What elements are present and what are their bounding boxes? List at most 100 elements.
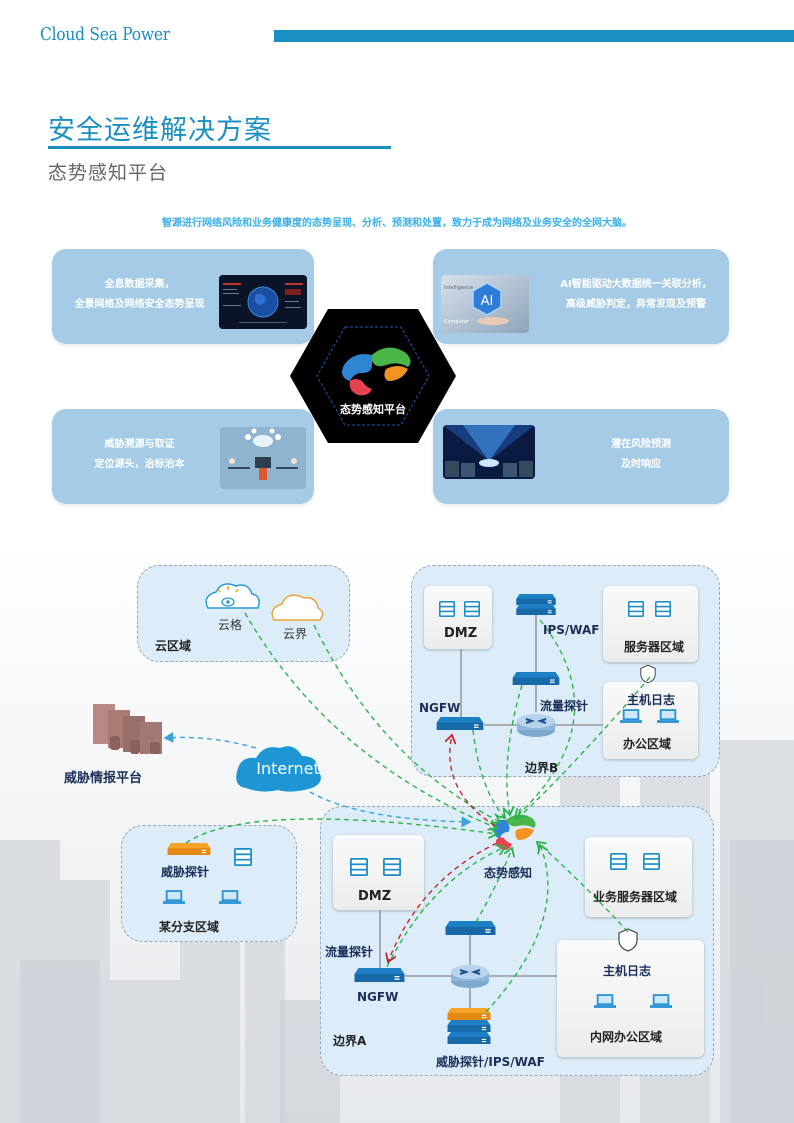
center-hexagon-label: 态势感知平台 bbox=[340, 402, 406, 416]
situation-awareness-label: 态势感知 bbox=[484, 866, 533, 880]
border-b-traffic-probe-icon bbox=[512, 672, 560, 685]
ai-hexagon-image: AI Intelligence Computer bbox=[441, 275, 529, 333]
feature-line1: 潜在风险预测 bbox=[611, 439, 671, 450]
feature-line2: 及时响应 bbox=[621, 459, 661, 470]
title-underline bbox=[48, 146, 391, 149]
border-b-traffic-probe-label: 流量探针 bbox=[540, 699, 589, 713]
brain-logo-icon bbox=[342, 347, 411, 396]
server-icon bbox=[234, 848, 252, 866]
border-b-ngfw-label: NGFW bbox=[419, 701, 461, 715]
cloud-zone-label: 云区域 bbox=[155, 639, 192, 653]
waf-device-icon bbox=[447, 1032, 491, 1044]
feature-text: 全息数据采集， 全景网络及网络安全态势呈现 bbox=[52, 275, 227, 315]
border-a-dmz-card bbox=[333, 835, 424, 910]
border-a-ngfw-label: NGFW bbox=[357, 990, 399, 1004]
ips-device-icon bbox=[447, 1020, 491, 1032]
brand-logo-text: Cloud Sea Power bbox=[40, 24, 170, 45]
internet-label: Internet bbox=[256, 759, 320, 778]
yunge-label: 云格 bbox=[218, 618, 243, 632]
laptop-icon bbox=[657, 709, 679, 723]
office-zone-card bbox=[603, 682, 698, 759]
threat-probe-device-icon bbox=[447, 1008, 491, 1020]
page-title: 安全运维解决方案 bbox=[48, 115, 272, 146]
feature-line1: 威胁溯源与取证 bbox=[104, 439, 175, 450]
feature-line2: 高级威胁判定，异常发现及预警 bbox=[566, 299, 706, 310]
intranet-office-card bbox=[557, 940, 704, 1057]
border-b-label: 边界B bbox=[525, 761, 559, 775]
branch-zone bbox=[121, 825, 297, 942]
server-icon bbox=[655, 601, 671, 617]
threat-intel-servers-icon bbox=[93, 704, 162, 754]
border-a-router-icon bbox=[450, 963, 490, 990]
tagline: 智源进行网络风险和业务健康度的态势呈现、分析、预测和处置，致力于成为网络及业务安… bbox=[162, 218, 632, 229]
header-accent-bar bbox=[274, 30, 794, 42]
laptop-icon bbox=[594, 994, 616, 1008]
branch-zone-label: 某分支区域 bbox=[159, 920, 220, 934]
server-zone-label: 服务器区域 bbox=[624, 640, 685, 654]
laptop-icon bbox=[219, 890, 241, 904]
server-zone-card bbox=[603, 586, 698, 662]
feature-line2: 定位源头，治标治本 bbox=[94, 459, 185, 470]
border-a-dmz-label: DMZ bbox=[358, 889, 392, 904]
server-icon bbox=[643, 853, 660, 870]
waf-device-icon bbox=[516, 604, 556, 615]
ips-device-icon bbox=[516, 594, 556, 605]
green-flow-lines bbox=[185, 612, 651, 1013]
border-b-router-icon bbox=[516, 712, 556, 739]
server-icon bbox=[628, 601, 644, 617]
border-b-ngfw-icon bbox=[436, 717, 484, 730]
yunge-cloud-eye-icon bbox=[205, 583, 260, 609]
feature-line1: AI智能驱动大数据统一关联分析， bbox=[560, 279, 712, 290]
feature-card-threat-tracing: 威胁溯源与取证 定位源头，治标治本 bbox=[52, 409, 314, 504]
dashboard-globe-image bbox=[219, 275, 307, 329]
feature-text: 威胁溯源与取证 定位源头，治标治本 bbox=[52, 435, 227, 475]
server-icon bbox=[439, 601, 455, 617]
border-a-ngfw-icon bbox=[354, 968, 405, 982]
people-cloud-image bbox=[220, 427, 306, 489]
border-a-traffic-probe-icon bbox=[445, 921, 496, 935]
stack-label: 威胁探针/IPS/WAF bbox=[436, 1055, 545, 1069]
office-zone-label: 办公区域 bbox=[623, 737, 672, 751]
situation-awareness-logo-icon bbox=[494, 814, 536, 850]
ips-waf-label: IPS/WAF bbox=[543, 623, 600, 637]
border-a-host-log-label: 主机日志 bbox=[603, 964, 652, 978]
data-center-light-image bbox=[443, 425, 535, 479]
border-a-label: 边界A bbox=[333, 1034, 367, 1048]
biz-server-zone-label: 业务服务器区域 bbox=[593, 890, 678, 904]
internet-cloud-icon bbox=[236, 746, 321, 792]
branch-probe-label: 威胁探针 bbox=[161, 865, 210, 879]
laptop-icon bbox=[650, 994, 672, 1008]
server-icon bbox=[464, 601, 480, 617]
feature-line2: 全景网络及网络安全态势呈现 bbox=[74, 299, 205, 310]
ai-glyph-text: AI bbox=[481, 294, 494, 309]
border-b-dmz-label: DMZ bbox=[444, 626, 478, 641]
intelligence-text: Intelligence bbox=[444, 285, 473, 291]
biz-server-zone-card bbox=[585, 837, 692, 917]
feature-text: 潜在风险预测 及时响应 bbox=[553, 435, 729, 475]
border-b-host-log-label: 主机日志 bbox=[627, 693, 676, 707]
laptop-icon bbox=[163, 890, 185, 904]
border-b-dmz-card bbox=[424, 586, 492, 649]
feature-line1: 全息数据采集， bbox=[104, 279, 175, 290]
server-icon bbox=[350, 858, 368, 876]
server-icon bbox=[610, 853, 627, 870]
shield-icon bbox=[618, 928, 638, 952]
feature-card-risk-prediction: 潜在风险预测 及时响应 bbox=[433, 409, 729, 504]
server-icon bbox=[383, 858, 401, 876]
intranet-office-label: 内网办公区域 bbox=[590, 1030, 663, 1044]
blue-intel-lines bbox=[163, 731, 472, 828]
laptop-icon bbox=[620, 709, 642, 723]
center-hexagon: 态势感知平台 bbox=[288, 307, 458, 445]
yunjie-label: 云界 bbox=[283, 627, 308, 641]
yunjie-cloud-icon bbox=[271, 594, 324, 621]
feature-card-data-collection: 全息数据采集， 全景网络及网络安全态势呈现 bbox=[52, 249, 314, 344]
red-response-lines bbox=[388, 735, 498, 962]
threat-intel-label: 威胁情报平台 bbox=[64, 771, 143, 786]
feature-card-ai-analysis: AI Intelligence Computer AI智能驱动大数据统一关联分析… bbox=[433, 249, 729, 344]
page-subtitle: 态势感知平台 bbox=[48, 162, 169, 184]
computer-text: Computer bbox=[444, 319, 470, 325]
branch-threat-probe-icon bbox=[167, 843, 211, 855]
feature-text: AI智能驱动大数据统一关联分析， 高级威胁判定，异常发现及预警 bbox=[543, 275, 729, 315]
border-a-traffic-probe-label: 流量探针 bbox=[325, 945, 374, 959]
